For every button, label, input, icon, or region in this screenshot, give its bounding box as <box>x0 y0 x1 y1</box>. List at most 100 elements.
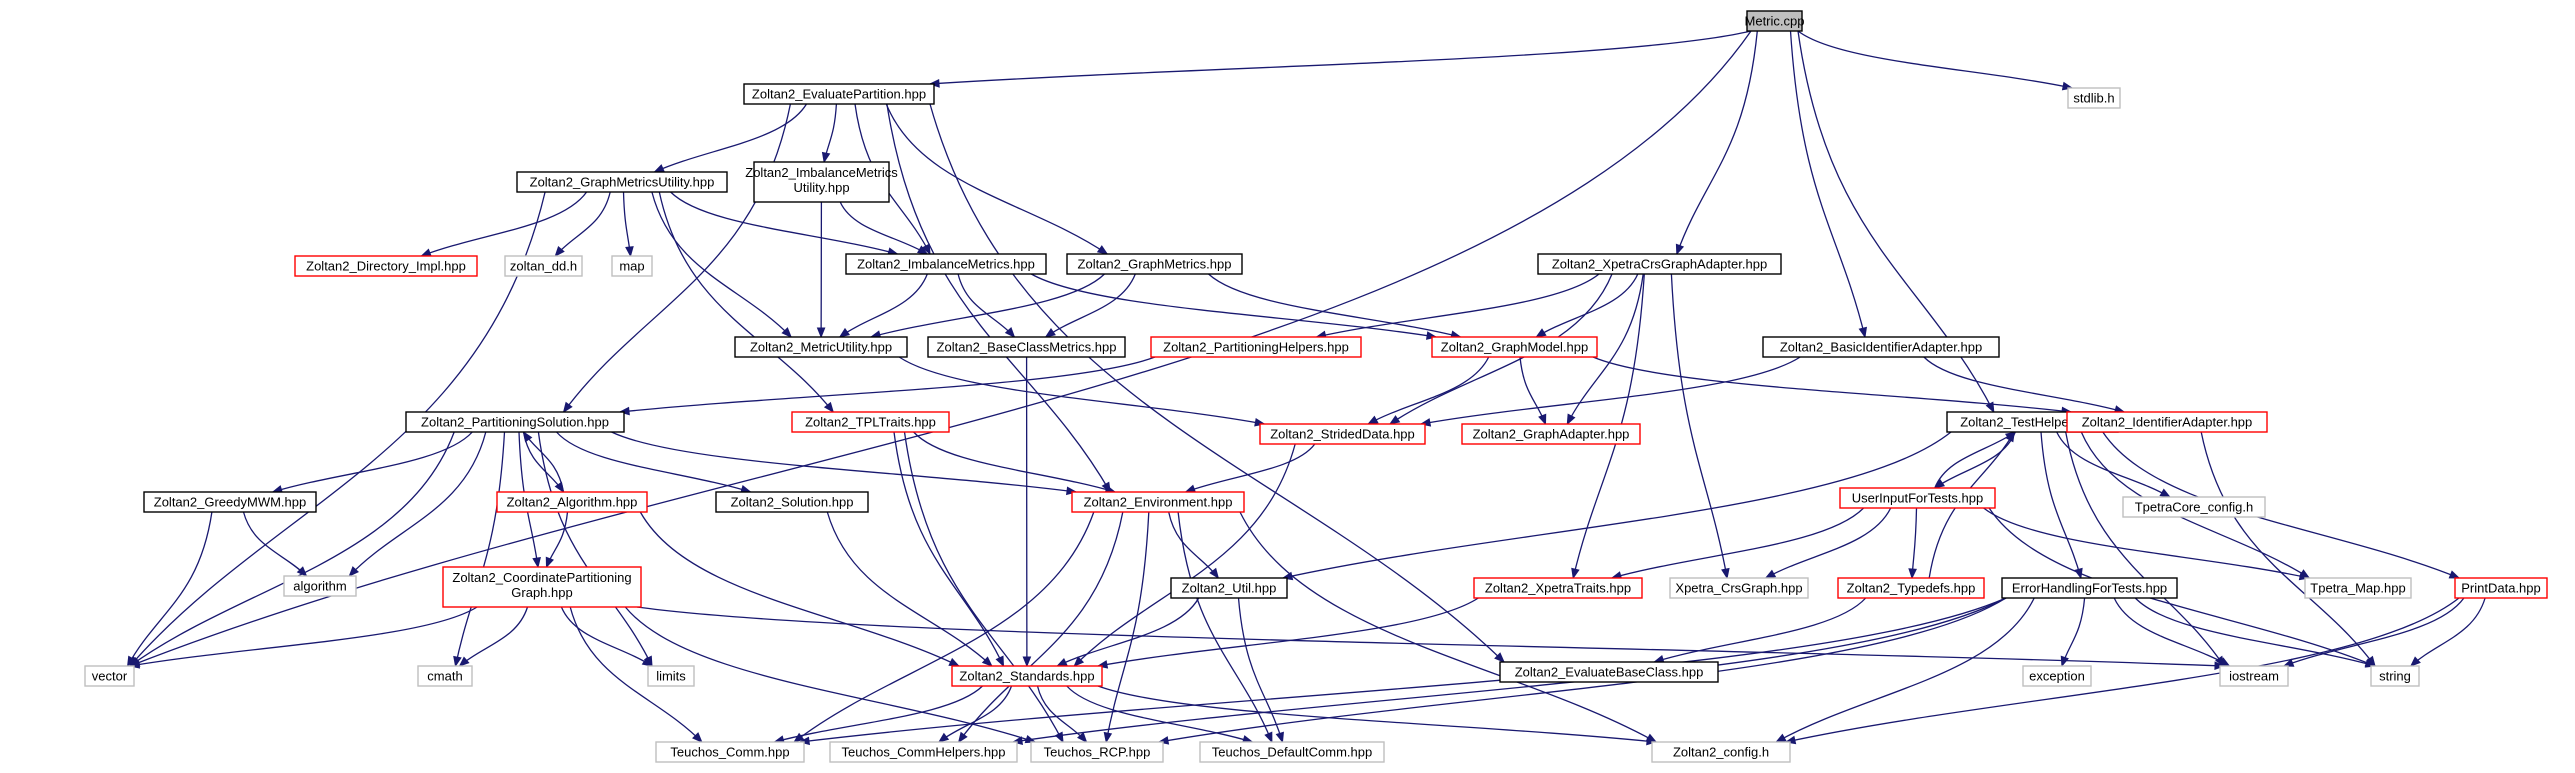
node-trcp[interactable]: Teuchos_RCP.hpp <box>1030 741 1164 763</box>
edge-xcga-to-parthelp <box>1316 273 1600 338</box>
node-tpl[interactable]: Zoltan2_TPLTraits.hpp <box>791 411 950 433</box>
node-tcomm[interactable]: Teuchos_Comm.hpp <box>655 741 805 763</box>
node-parthelp[interactable]: Zoltan2_PartitioningHelpers.hpp <box>1150 336 1362 358</box>
edge-psol-to-sol <box>556 431 751 493</box>
node-metutil[interactable]: Zoltan2_MetricUtility.hpp <box>734 336 908 358</box>
node-label: Metric.cpp <box>1745 14 1805 29</box>
node-algo[interactable]: Zoltan2_Algorithm.hpp <box>496 491 648 513</box>
edge-arrowhead <box>2060 655 2069 668</box>
node-label: Zoltan2_GraphMetricsUtility.hpp <box>530 175 715 190</box>
edge-arrowhead <box>1073 656 1085 667</box>
node-stdlib[interactable]: stdlib.h <box>2067 87 2121 109</box>
node-label: cmath <box>427 669 462 684</box>
node-ehft[interactable]: ErrorHandlingForTests.hpp <box>2001 577 2178 599</box>
node-algorithm[interactable]: algorithm <box>283 575 357 597</box>
node-xcrsgraph[interactable]: Xpetra_CrsGraph.hpp <box>1669 577 1809 599</box>
edge-arrowhead <box>823 401 835 414</box>
node-box <box>1066 253 1243 275</box>
node-tpetracore[interactable]: TpetraCore_config.h <box>2122 496 2266 518</box>
edge-arrowhead <box>641 657 654 667</box>
edge-xtraits-to-standards <box>1097 597 1479 667</box>
node-uift[interactable]: UserInputForTests.hpp <box>1839 487 1996 509</box>
edge-imu-to-imbm <box>839 201 928 255</box>
edge-ehft-to-string <box>2134 597 2376 667</box>
node-gmet[interactable]: Zoltan2_GraphMetrics.hpp <box>1066 253 1243 275</box>
edge-printdata-to-string <box>2410 597 2486 667</box>
node-string[interactable]: string <box>2370 665 2420 687</box>
node-evalpart[interactable]: Zoltan2_EvaluatePartition.hpp <box>743 83 935 105</box>
node-label: Zoltan2_GraphAdapter.hpp <box>1473 427 1630 442</box>
node-label: ErrorHandlingForTests.hpp <box>2012 581 2167 596</box>
edge-arrowhead <box>957 731 968 744</box>
node-zoltandd[interactable]: zoltan_dd.h <box>504 255 583 277</box>
node-config[interactable]: Zoltan2_config.h <box>1651 741 1791 763</box>
edge-arrowhead <box>1103 731 1113 744</box>
node-box <box>1669 577 1809 599</box>
node-standards[interactable]: Zoltan2_Standards.hpp <box>951 665 1103 687</box>
node-imbm[interactable]: Zoltan2_ImbalanceMetrics.hpp <box>845 253 1047 275</box>
edge-arrowhead <box>1367 415 1379 425</box>
node-label: UserInputForTests.hpp <box>1852 491 1984 506</box>
node-bcm[interactable]: Zoltan2_BaseClassMetrics.hpp <box>927 336 1126 358</box>
node-sol[interactable]: Zoltan2_Solution.hpp <box>715 491 869 513</box>
node-greedy[interactable]: Zoltan2_GreedyMWM.hpp <box>143 491 317 513</box>
node-label: Teuchos_RCP.hpp <box>1044 745 1151 760</box>
node-map[interactable]: map <box>611 255 653 277</box>
node-limits[interactable]: limits <box>647 665 695 687</box>
node-printdata[interactable]: PrintData.hpp <box>2454 577 2548 599</box>
edge-cpg-to-iostream <box>636 606 2225 667</box>
node-idadapt[interactable]: Zoltan2_IdentifierAdapter.hpp <box>2066 411 2268 433</box>
edge-arrowhead <box>1264 731 1273 744</box>
node-box <box>647 665 695 687</box>
node-cmath[interactable]: cmath <box>417 665 473 687</box>
node-tdcomm[interactable]: Teuchos_DefaultComm.hpp <box>1199 741 1385 763</box>
node-bia[interactable]: Zoltan2_BasicIdentifierAdapter.hpp <box>1762 336 2000 358</box>
node-gmu[interactable]: Zoltan2_GraphMetricsUtility.hpp <box>516 171 728 193</box>
edge-parthelp-to-psol <box>619 356 1156 413</box>
node-label: string <box>2379 669 2411 684</box>
node-strided[interactable]: Zoltan2_StridedData.hpp <box>1259 423 1426 445</box>
edge-gmu-to-metutil <box>651 191 792 338</box>
edge-arrowhead <box>1721 567 1730 580</box>
node-dirimpl[interactable]: Zoltan2_Directory_Impl.hpp <box>294 255 478 277</box>
node-psol[interactable]: Zoltan2_PartitioningSolution.hpp <box>405 411 625 433</box>
edge-env-to-config <box>1239 511 1657 743</box>
edge-arrowhead <box>1388 415 1401 425</box>
edge-arrowhead <box>798 736 810 746</box>
edge-gmu-to-zoltandd <box>554 191 611 257</box>
node-metric[interactable]: Metric.cpp <box>1745 10 1805 32</box>
node-box <box>84 665 135 687</box>
node-evalbase[interactable]: Zoltan2_EvaluateBaseClass.hpp <box>1499 661 1719 683</box>
node-gmodel[interactable]: Zoltan2_GraphModel.hpp <box>1431 336 1598 358</box>
edge-strided-to-standards <box>1073 443 1296 667</box>
node-tmap[interactable]: Tpetra_Map.hpp <box>2304 577 2412 599</box>
node-util[interactable]: Zoltan2_Util.hpp <box>1170 577 1288 599</box>
node-typedefs[interactable]: Zoltan2_Typedefs.hpp <box>1837 577 1985 599</box>
edge-metric-to-stdlib <box>1797 30 2073 89</box>
edge-testh-to-iostream <box>2065 431 2225 667</box>
edge-arrowhead <box>821 151 831 164</box>
edge-ehft-to-tcomm <box>799 597 2007 743</box>
node-label: Teuchos_CommHelpers.hpp <box>841 745 1005 760</box>
node-iostream[interactable]: iostream <box>2219 665 2289 687</box>
node-exception[interactable]: exception <box>2022 665 2092 687</box>
edge-evalpart-to-evalbase <box>929 103 1505 663</box>
node-xtraits[interactable]: Zoltan2_XpetraTraits.hpp <box>1473 577 1643 599</box>
edge-uift-to-xtraits <box>1611 507 1865 579</box>
edge-idadapt-to-string <box>2200 431 2376 667</box>
node-xcga[interactable]: Zoltan2_XpetraCrsGraphAdapter.hpp <box>1537 253 1782 275</box>
node-vector[interactable]: vector <box>84 665 135 687</box>
node-gadapt[interactable]: Zoltan2_GraphAdapter.hpp <box>1461 423 1641 445</box>
node-box <box>1259 423 1426 445</box>
node-tcommh[interactable]: Teuchos_CommHelpers.hpp <box>829 741 1018 763</box>
edge-xcga-to-gadapt <box>1566 273 1644 425</box>
edge-arrowhead <box>1054 731 1064 744</box>
node-env[interactable]: Zoltan2_Environment.hpp <box>1071 491 1245 513</box>
edge-env-to-tcomm <box>793 511 1095 743</box>
node-box <box>2001 577 2178 599</box>
edge-metric-to-testh <box>1797 30 1995 413</box>
